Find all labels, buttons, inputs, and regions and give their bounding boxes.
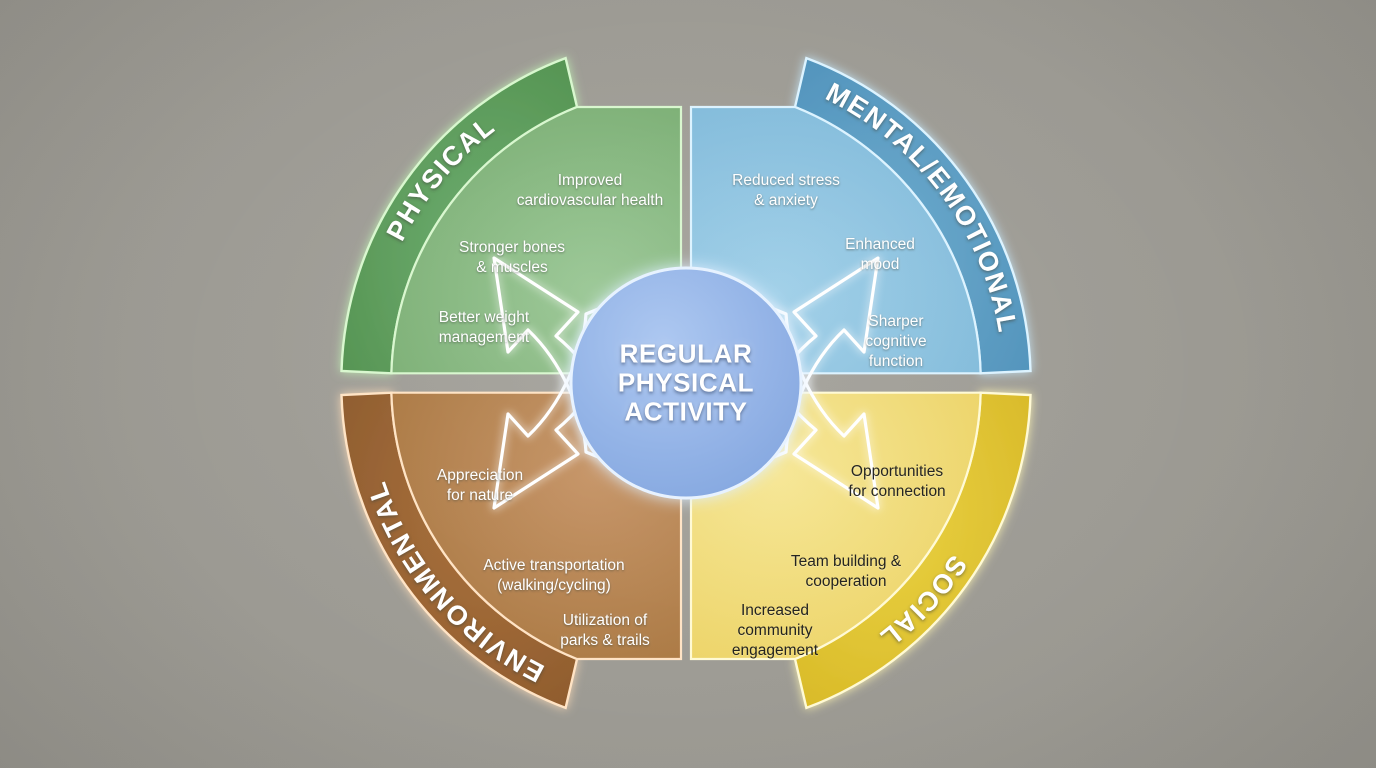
hub-circle[interactable] bbox=[569, 266, 803, 500]
